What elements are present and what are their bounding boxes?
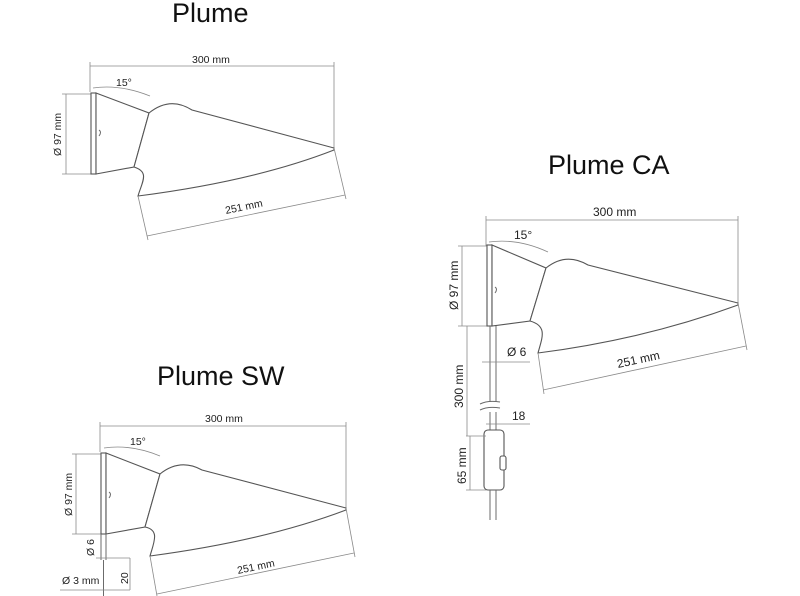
plume-ca-base-width-label: 18: [512, 409, 526, 423]
plume-sw-angle-arc: [103, 446, 161, 457]
plume-ca-title: Plume CA: [548, 150, 670, 180]
plume-sw-length-label: 251 mm: [236, 557, 276, 577]
plume-sw-stem-diameter-label: Ø 6: [85, 539, 97, 556]
plume-ca-shade: [529, 258, 739, 354]
plume-sw-wall-plate: [100, 452, 107, 535]
plume-title: Plume: [172, 0, 249, 28]
plume-sw-length-ext-left: [149, 555, 158, 596]
plume-ca-rod-length-label: 300 mm: [452, 365, 466, 408]
plume-sw-screw-mark: [108, 491, 111, 499]
plume-diameter-label: Ø 97 mm: [52, 113, 64, 156]
plume-length-dimension: [146, 194, 346, 237]
plume-width-label: 300 mm: [192, 54, 230, 66]
plume-ca-rod-diameter-label: Ø 6: [507, 345, 527, 359]
plume-sw-width-label: 300 mm: [205, 413, 243, 425]
plume-screw-mark: [98, 129, 101, 137]
plume-sw-diameter-label: Ø 97 mm: [63, 473, 75, 516]
plume-ca-angle-arc: [488, 240, 549, 253]
plume-sw-shade: [144, 464, 347, 557]
plume-ca-diameter-label: Ø 97 mm: [447, 261, 461, 310]
plume-angle-arc: [92, 86, 151, 97]
plume-sw-stem-height-label: 20: [119, 572, 131, 584]
plume-ca-base-height-label: 65 mm: [455, 447, 469, 484]
plume-angle-label: 15°: [116, 77, 132, 89]
plume-length-ext-right: [333, 147, 347, 200]
plume-ca-switch: [499, 455, 507, 471]
plume-length-ext-left: [137, 195, 149, 241]
plume-ca-wall-plate: [486, 244, 493, 327]
plume-length-label: 251 mm: [224, 197, 264, 216]
plume-ca-length-ext-left: [537, 352, 545, 395]
plume-sw-cable-diameter-label: Ø 3 mm: [62, 575, 100, 587]
plume-sw-angle-label: 15°: [130, 436, 146, 448]
plume-drawing: Plume 300 mm 15° Ø 97 mm 251 mm: [52, 0, 347, 241]
plume-shade: [133, 103, 335, 197]
plume-ca-width-label: 300 mm: [593, 205, 636, 219]
plume-ca-angle-label: 15°: [514, 228, 532, 242]
plume-ca-length-ext-right: [737, 302, 748, 351]
plume-ca-drawing: Plume CA 300 mm 15° Ø 97 mm 251 mm Ø 6: [447, 150, 748, 520]
plume-ca-screw-mark: [494, 286, 497, 294]
plume-ca-length-label: 251 mm: [616, 348, 661, 371]
plume-sw-length-ext-right: [345, 507, 356, 558]
plume-sw-title: Plume SW: [157, 361, 285, 391]
plume-wall-plate: [90, 92, 97, 175]
plume-ca-length-dimension: [542, 345, 747, 391]
plume-ca-rod-break-mark: [479, 400, 501, 411]
plume-sw-length-dimension: [156, 552, 355, 595]
plume-sw-drawing: Plume SW 300 mm 15° Ø 97 mm 251 mm Ø 6: [60, 361, 356, 596]
